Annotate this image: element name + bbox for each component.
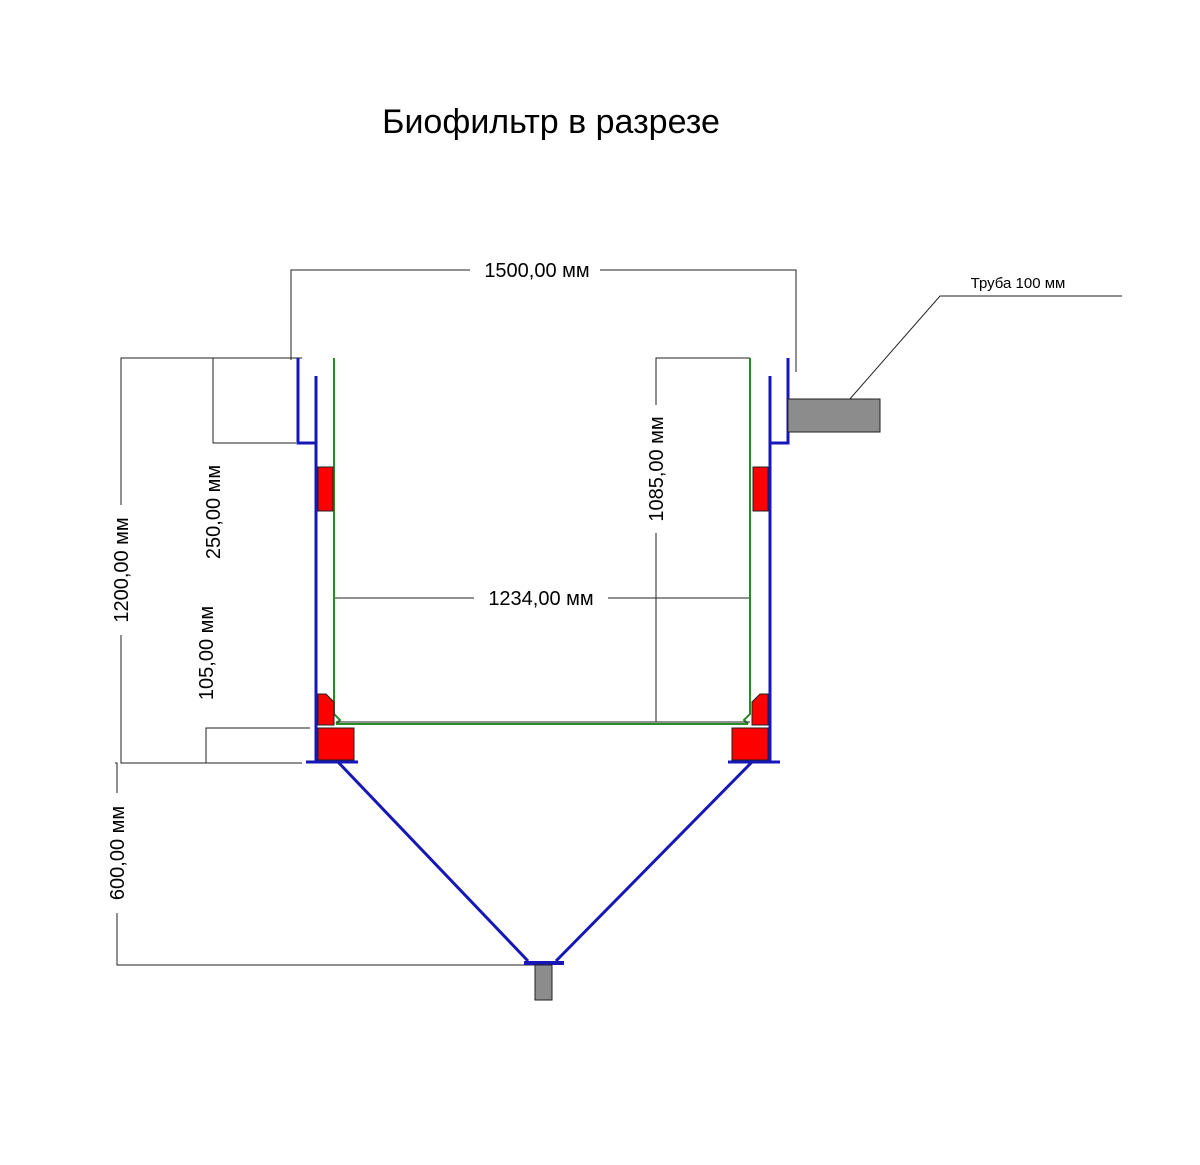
seal-bottom-left	[317, 727, 355, 761]
dim-cone-depth: 600,00 мм	[107, 806, 129, 900]
seal-corner-left	[317, 693, 335, 726]
drain-pipe	[534, 964, 553, 1001]
seal-corner-right	[751, 693, 769, 726]
dim-bottom-offset: 105,00 мм	[196, 606, 218, 700]
dim-inner-height: 1085,00 мм	[646, 416, 668, 521]
dim-overall-height: 1200,00 мм	[111, 517, 133, 622]
seal-bottom-right	[731, 727, 769, 761]
side-pipe	[787, 398, 881, 433]
pipes	[534, 398, 881, 1001]
dim-overall-width: 1500,00 мм	[484, 260, 589, 282]
diagram-title: Биофильтр в разрезе	[382, 103, 720, 141]
pipe-label: Труба 100 мм	[971, 275, 1066, 292]
seal-top-right	[752, 466, 769, 512]
seal-top-left	[317, 466, 334, 512]
dimension-lines	[115, 269, 1122, 966]
tank-walls	[296, 358, 790, 965]
dimension-labels: 1500,00 мм 1234,00 мм 1200,00 мм 250,00 …	[105, 258, 1065, 913]
dim-top-offset: 250,00 мм	[203, 465, 225, 559]
seal-blocks	[317, 466, 769, 761]
dim-inner-width: 1234,00 мм	[488, 588, 593, 610]
inner-liner	[333, 358, 751, 725]
